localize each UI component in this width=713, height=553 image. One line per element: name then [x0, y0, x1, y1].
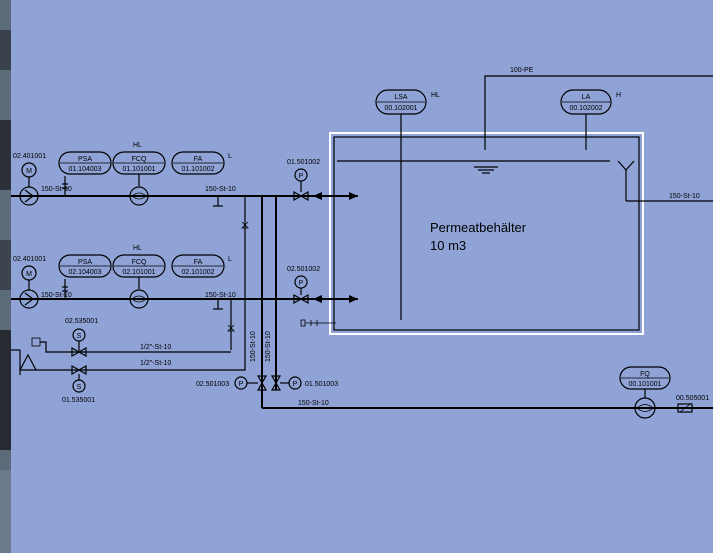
fcq-2-id: 02.101001	[122, 269, 155, 276]
motor-1[interactable]: M	[21, 162, 37, 187]
lsa-id: 00.102001	[384, 105, 417, 112]
bottom-right-valve-label: 01.501003	[305, 381, 338, 388]
fcq-2-flag: HL	[133, 245, 142, 252]
flowmeter-1[interactable]	[129, 186, 149, 206]
pump-1-icon[interactable]	[19, 186, 39, 206]
svg-text:P: P	[299, 280, 304, 287]
tank-title: Permeatbehälter	[430, 220, 527, 235]
s-valve-bottom[interactable]: S 01.535001	[62, 364, 95, 404]
la-instrument[interactable]: LA 00.102002 H	[560, 89, 621, 150]
right-valve-label: 00.505001	[676, 395, 709, 402]
half-line-spec-a: 1/2"-St-10	[140, 344, 171, 351]
valve-2[interactable]: 02.501002 P	[287, 266, 320, 305]
psa-1-id: 01.104003	[68, 166, 101, 173]
la-id: 00.102002	[569, 105, 602, 112]
bottom-right-valve[interactable]: P 01.501003	[270, 375, 338, 391]
pe-line[interactable]	[484, 75, 713, 150]
fa-1-instrument[interactable]: FA 01.101002 L	[171, 151, 232, 175]
la-flag: H	[616, 92, 621, 99]
svg-text:P: P	[239, 381, 244, 388]
svg-text:S: S	[77, 333, 82, 340]
fa-2-id: 02.101002	[181, 269, 214, 276]
vertical-line-spec-1: 150-St-10	[250, 331, 257, 362]
fa-1-id: 01.101002	[181, 166, 214, 173]
psa-2-code: PSA	[78, 259, 92, 266]
fcq-2-instrument[interactable]: FCQ 02.101001 HL	[112, 245, 166, 289]
fq-code: FQ	[640, 371, 650, 378]
svg-text:S: S	[77, 384, 82, 391]
svg-text:M: M	[26, 271, 32, 278]
psa-1-instrument[interactable]: PSA 01.104003	[58, 151, 112, 175]
overflow-line-label: 150-St-10	[669, 193, 700, 200]
right-valve[interactable]: 00.505001	[676, 395, 709, 413]
fcq-1-code: FCQ	[132, 156, 147, 163]
fcq-2-code: FCQ	[132, 259, 147, 266]
pe-line-label: 100-PE	[510, 67, 534, 74]
lsa-code: LSA	[394, 94, 408, 101]
vertical-headers[interactable]	[227, 196, 277, 408]
line-2-spec-b: 150-St-10	[205, 292, 236, 299]
s-valve-top[interactable]: 02.535001 S	[65, 318, 98, 358]
fcq-1-instrument[interactable]: FCQ 01.101001 HL	[112, 142, 166, 186]
fcq-1-id: 01.101001	[122, 166, 155, 173]
psa-1-code: PSA	[78, 156, 92, 163]
sample-lines[interactable]	[11, 337, 246, 375]
fa-1-flag: L	[228, 153, 232, 160]
fq-id: 00.101001	[628, 381, 661, 388]
line-1-spec-a: 150-St-10	[41, 186, 72, 193]
bottom-line-spec: 150-St-10	[298, 400, 329, 407]
s-valve-bottom-label: 01.535001	[62, 397, 95, 404]
la-code: LA	[582, 94, 591, 101]
flowmeter-fq[interactable]	[634, 397, 656, 419]
pump-2-icon[interactable]	[19, 289, 39, 309]
lsa-instrument[interactable]: LSA 00.102001 HL	[375, 89, 440, 320]
fcq-1-flag: HL	[133, 142, 142, 149]
svg-text:M: M	[26, 168, 32, 175]
pump-1-label: 02.401001	[13, 153, 46, 160]
lsa-flag: HL	[431, 92, 440, 99]
svg-text:P: P	[299, 173, 304, 180]
valve-1-label: 01.501002	[287, 159, 320, 166]
half-line-spec-b: 1/2"-St-10	[140, 360, 171, 367]
motor-2[interactable]: M	[21, 265, 37, 290]
drain-stub[interactable]	[300, 319, 336, 327]
bottom-left-valve-label: 02.501003	[196, 381, 229, 388]
s-valve-top-label: 02.535001	[65, 318, 98, 325]
fa-2-instrument[interactable]: FA 02.101002 L	[171, 254, 232, 278]
fa-2-flag: L	[228, 256, 232, 263]
overflow-symbol	[617, 160, 713, 202]
flowmeter-2[interactable]	[129, 289, 149, 309]
vertical-line-spec-2: 150-St-10	[265, 331, 272, 362]
line-2-spec-a: 150-St-10	[41, 292, 72, 299]
valve-2-label: 02.501002	[287, 266, 320, 273]
fa-2-code: FA	[194, 259, 203, 266]
line-1-spec-b: 150-St-10	[205, 186, 236, 193]
psa-2-id: 02.104003	[68, 269, 101, 276]
valve-1[interactable]: 01.501002 P	[287, 159, 320, 202]
tank[interactable]: Permeatbehälter 10 m3 150-St-10	[300, 132, 713, 335]
fa-1-code: FA	[194, 156, 203, 163]
water-level-symbol	[474, 166, 498, 174]
background-photo-strip	[0, 0, 11, 553]
pump-2-label: 02.401001	[13, 256, 46, 263]
fq-instrument[interactable]: FQ 00.101001	[619, 366, 671, 398]
bottom-left-valve[interactable]: 02.501003 P	[196, 375, 268, 391]
svg-text:P: P	[293, 381, 298, 388]
psa-2-instrument[interactable]: PSA 02.104003	[58, 254, 112, 278]
tank-volume: 10 m3	[430, 238, 466, 253]
